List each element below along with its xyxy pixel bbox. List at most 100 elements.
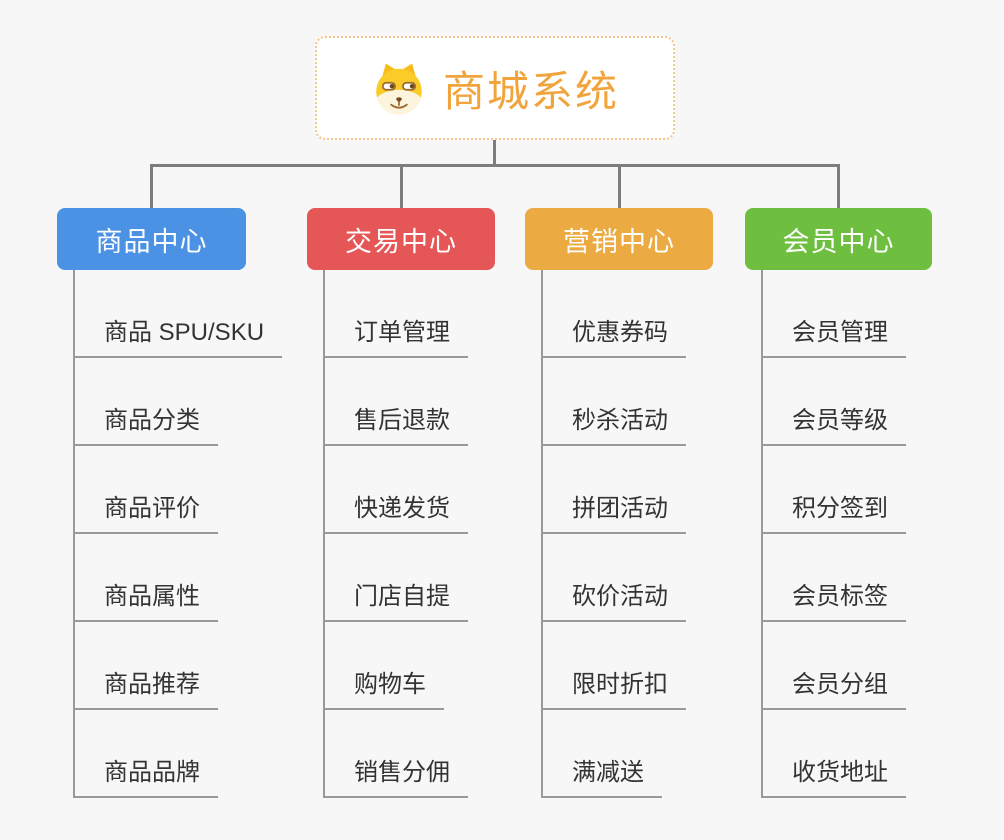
branch-header[interactable]: 会员中心: [745, 208, 932, 270]
topic-node[interactable]: 商品 SPU/SKU: [73, 312, 283, 358]
branch-items: 商品 SPU/SKU 商品分类 商品评价 商品属性 商品推荐 商品品牌: [57, 270, 346, 798]
connector-drop-products: [150, 164, 153, 209]
topic-row: 订单管理: [307, 270, 595, 358]
topic-node[interactable]: 商品分类: [73, 400, 218, 446]
branch-2: 营销中心 优惠券码 秒杀活动 拼团活动 砍价活动 限时折扣 满减送: [525, 208, 713, 798]
topic-label: 商品品牌: [104, 759, 200, 786]
topic-row: 会员标签: [745, 534, 1004, 622]
topic-label: 砍价活动: [572, 583, 668, 610]
topic-label: 会员标签: [792, 583, 888, 610]
topic-label: 积分签到: [792, 495, 888, 522]
topic-node[interactable]: 会员分组: [761, 664, 906, 710]
topic-row: 快递发货: [307, 446, 595, 534]
branch-header[interactable]: 交易中心: [307, 208, 495, 270]
topic-label: 收货地址: [792, 759, 888, 786]
topic-node[interactable]: 会员标签: [761, 576, 906, 622]
branch-trunk-line: [541, 270, 543, 798]
topic-row: 会员管理: [745, 270, 1004, 358]
topic-row: 商品分类: [57, 358, 346, 446]
topic-row: 砍价活动: [525, 534, 813, 622]
branch-items: 优惠券码 秒杀活动 拼团活动 砍价活动 限时折扣 满减送: [525, 270, 813, 798]
branch-items: 订单管理 售后退款 快递发货 门店自提 购物车 销售分佣: [307, 270, 595, 798]
topic-label: 会员分组: [792, 671, 888, 698]
branch-0: 商品中心 商品 SPU/SKU 商品分类 商品评价 商品属性 商品推荐 商品品牌: [57, 208, 283, 798]
topic-node[interactable]: 拼团活动: [541, 488, 686, 534]
topic-label: 优惠券码: [572, 319, 668, 346]
topic-label: 商品分类: [104, 407, 200, 434]
branch-1: 交易中心 订单管理 售后退款 快递发货 门店自提 购物车 销售分佣: [307, 208, 495, 798]
topic-row: 优惠券码: [525, 270, 813, 358]
branch-label: 会员中心: [782, 226, 895, 257]
topic-label: 订单管理: [354, 319, 450, 346]
topic-row: 会员分组: [745, 622, 1004, 710]
topic-label: 会员等级: [792, 407, 888, 434]
topic-row: 购物车: [307, 622, 595, 710]
topic-label: 售后退款: [354, 407, 450, 434]
branch-trunk-line: [323, 270, 325, 798]
topic-node[interactable]: 销售分佣: [323, 752, 468, 798]
topic-row: 商品品牌: [57, 710, 346, 798]
topic-node[interactable]: 门店自提: [323, 576, 468, 622]
topic-node[interactable]: 商品推荐: [73, 664, 218, 710]
shiba-dog-icon: [376, 63, 422, 115]
branch-label: 交易中心: [345, 226, 457, 257]
branch-header[interactable]: 商品中心: [57, 208, 246, 270]
topic-row: 秒杀活动: [525, 358, 813, 446]
topic-label: 商品推荐: [104, 671, 200, 698]
topic-row: 门店自提: [307, 534, 595, 622]
topic-node[interactable]: 订单管理: [323, 312, 468, 358]
topic-label: 商品评价: [104, 495, 200, 522]
branch-items: 会员管理 会员等级 积分签到 会员标签 会员分组 收货地址: [745, 270, 1004, 798]
topic-node[interactable]: 会员管理: [761, 312, 906, 358]
topic-node[interactable]: 优惠券码: [541, 312, 686, 358]
topic-row: 收货地址: [745, 710, 1004, 798]
topic-node[interactable]: 会员等级: [761, 400, 906, 446]
connector-drop-members: [837, 164, 840, 209]
topic-node[interactable]: 商品属性: [73, 576, 218, 622]
topic-label: 满减送: [572, 759, 644, 786]
topic-label: 限时折扣: [572, 671, 668, 698]
topic-label: 快递发货: [354, 495, 450, 522]
topic-row: 满减送: [525, 710, 813, 798]
topic-node[interactable]: 满减送: [541, 752, 662, 798]
connector-drop-trade: [400, 164, 403, 209]
topic-row: 拼团活动: [525, 446, 813, 534]
topic-row: 商品属性: [57, 534, 346, 622]
topic-label: 拼团活动: [572, 495, 668, 522]
topic-node[interactable]: 快递发货: [323, 488, 468, 534]
topic-node[interactable]: 商品品牌: [73, 752, 218, 798]
topic-node[interactable]: 限时折扣: [541, 664, 686, 710]
branch-3: 会员中心 会员管理 会员等级 积分签到 会员标签 会员分组 收货地址: [745, 208, 932, 798]
topic-row: 销售分佣: [307, 710, 595, 798]
branch-label: 营销中心: [563, 226, 675, 257]
topic-node[interactable]: 砍价活动: [541, 576, 686, 622]
topic-row: 售后退款: [307, 358, 595, 446]
root-title: 商城系统: [442, 67, 619, 115]
topic-label: 门店自提: [354, 583, 450, 610]
topic-row: 会员等级: [745, 358, 1004, 446]
topic-label: 秒杀活动: [572, 407, 668, 434]
topic-node[interactable]: 积分签到: [761, 488, 906, 534]
topic-row: 商品推荐: [57, 622, 346, 710]
topic-label: 购物车: [354, 671, 426, 698]
branch-label: 商品中心: [95, 226, 208, 257]
topic-node[interactable]: 收货地址: [761, 752, 906, 798]
topic-row: 商品评价: [57, 446, 346, 534]
topic-label: 销售分佣: [354, 759, 450, 786]
topic-node[interactable]: 商品评价: [73, 488, 218, 534]
topic-row: 积分签到: [745, 446, 1004, 534]
topic-row: 商品 SPU/SKU: [57, 270, 346, 358]
connector-drop-marketing: [618, 164, 621, 209]
branch-trunk-line: [73, 270, 75, 798]
topic-node[interactable]: 秒杀活动: [541, 400, 686, 446]
branch-header[interactable]: 营销中心: [525, 208, 713, 270]
topic-label: 商品 SPU/SKU: [104, 319, 265, 346]
topic-label: 会员管理: [792, 319, 888, 346]
connector-root-drop: [493, 140, 496, 167]
topic-node[interactable]: 售后退款: [323, 400, 468, 446]
topic-row: 限时折扣: [525, 622, 813, 710]
topic-node[interactable]: 购物车: [323, 664, 444, 710]
root-node-mall-system[interactable]: 商城系统: [315, 36, 675, 140]
topic-label: 商品属性: [104, 583, 200, 610]
